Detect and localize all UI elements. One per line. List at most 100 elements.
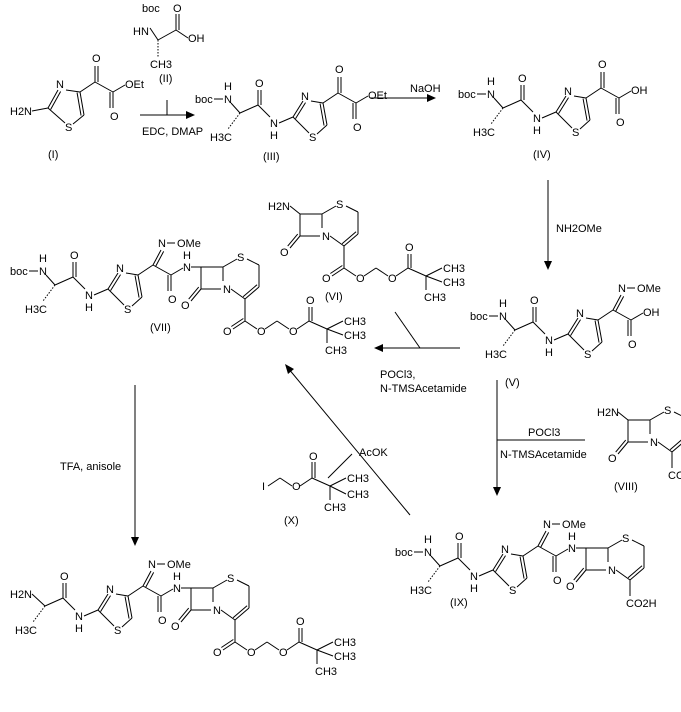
- atom-boc: boc: [195, 94, 213, 106]
- atom-s: S: [227, 573, 234, 585]
- atom-s: S: [336, 199, 343, 211]
- bond: [618, 90, 632, 99]
- atom-h2n: H2N: [10, 106, 32, 118]
- bond: [222, 258, 238, 268]
- atom-o: O: [306, 295, 315, 307]
- bond: [276, 320, 290, 330]
- bond: [612, 309, 632, 321]
- atom-h3c: H3C: [473, 127, 495, 139]
- atom-n: N: [322, 231, 330, 243]
- atom-n: N: [545, 335, 553, 347]
- bond: [289, 235, 301, 249]
- atom-n: N: [85, 290, 93, 302]
- bond: [145, 572, 155, 588]
- bond: [495, 555, 506, 572]
- bond: [502, 329, 516, 347]
- atom-co2h: CO2H: [668, 470, 681, 482]
- atom-h: H: [470, 583, 478, 595]
- atom-n: N: [568, 543, 576, 555]
- bond: [345, 205, 359, 213]
- bond: [627, 565, 643, 579]
- bond: [567, 333, 585, 351]
- atom-o: O: [530, 295, 539, 307]
- label-v: (V): [505, 377, 520, 389]
- bond: [131, 296, 143, 307]
- bond: [607, 539, 623, 549]
- bond: [287, 233, 299, 247]
- bond: [137, 274, 143, 298]
- atom-o: O: [171, 621, 180, 633]
- atom-ome: OMe: [167, 559, 191, 571]
- bond: [124, 596, 130, 619]
- bond: [493, 97, 504, 109]
- bond: [292, 116, 310, 134]
- arrowhead: [131, 537, 139, 546]
- reagent-acok: AcOK: [359, 447, 388, 459]
- bond: [292, 100, 304, 118]
- atom-ch3: CH3: [344, 330, 366, 342]
- atom-h3c: H3C: [25, 304, 47, 316]
- atom-o: O: [566, 581, 575, 593]
- bond: [555, 111, 573, 129]
- atom-n: N: [39, 266, 47, 278]
- bond: [188, 286, 200, 300]
- bond: [522, 555, 528, 579]
- atom-n: N: [116, 263, 124, 275]
- atom-o: O: [60, 571, 69, 583]
- atom-oet: OEt: [368, 90, 387, 102]
- atom-ch3: CH3: [443, 277, 465, 289]
- atom-boc: boc: [10, 266, 28, 278]
- atom-h: H: [224, 81, 232, 93]
- atom-o: O: [388, 273, 397, 285]
- atom-i: I: [262, 481, 265, 493]
- atom-h2n: H2N: [268, 201, 290, 213]
- reagent-pocl3-b: POCl3: [528, 427, 560, 439]
- bond: [298, 641, 318, 651]
- bond: [457, 557, 471, 571]
- atom-s: S: [622, 533, 629, 545]
- bond: [430, 555, 441, 567]
- bond: [492, 569, 510, 587]
- bond: [222, 641, 236, 651]
- bond: [242, 284, 258, 298]
- bond: [289, 205, 301, 215]
- bond: [321, 205, 337, 215]
- atom-o: O: [168, 294, 177, 306]
- bond: [178, 607, 190, 621]
- bond: [343, 233, 359, 247]
- bond: [94, 81, 114, 93]
- bond: [232, 320, 246, 330]
- atom-ome: OMe: [562, 519, 586, 531]
- atom-n: N: [608, 565, 616, 577]
- bond: [492, 553, 504, 571]
- atom-s: S: [65, 122, 72, 134]
- arrowhead: [493, 487, 501, 496]
- atom-o: O: [255, 78, 264, 90]
- atom-h3c: H3C: [15, 625, 37, 637]
- bond: [425, 275, 443, 283]
- bond: [42, 284, 56, 302]
- atom-h: H: [183, 250, 191, 262]
- atom-n: N: [75, 611, 83, 623]
- bond: [296, 320, 310, 330]
- bond: [115, 593, 129, 597]
- bond: [180, 609, 192, 623]
- atom-n: N: [224, 94, 232, 106]
- atom-o: O: [257, 326, 266, 338]
- bond: [170, 267, 184, 276]
- atom-s: S: [572, 127, 579, 139]
- atom-n: N: [213, 605, 221, 617]
- bond: [427, 565, 441, 583]
- bond: [50, 91, 62, 110]
- bond: [316, 124, 328, 135]
- arrow-reactant-x-join: [327, 453, 353, 479]
- bond: [582, 98, 588, 121]
- arrowhead: [285, 364, 294, 374]
- bond: [407, 267, 427, 277]
- compound-labels: (II) (I) (III) (IV) (VI) (VII) (V) (VIII…: [48, 73, 638, 609]
- atom-n: N: [576, 308, 584, 320]
- bond: [337, 92, 357, 104]
- bond: [522, 545, 539, 557]
